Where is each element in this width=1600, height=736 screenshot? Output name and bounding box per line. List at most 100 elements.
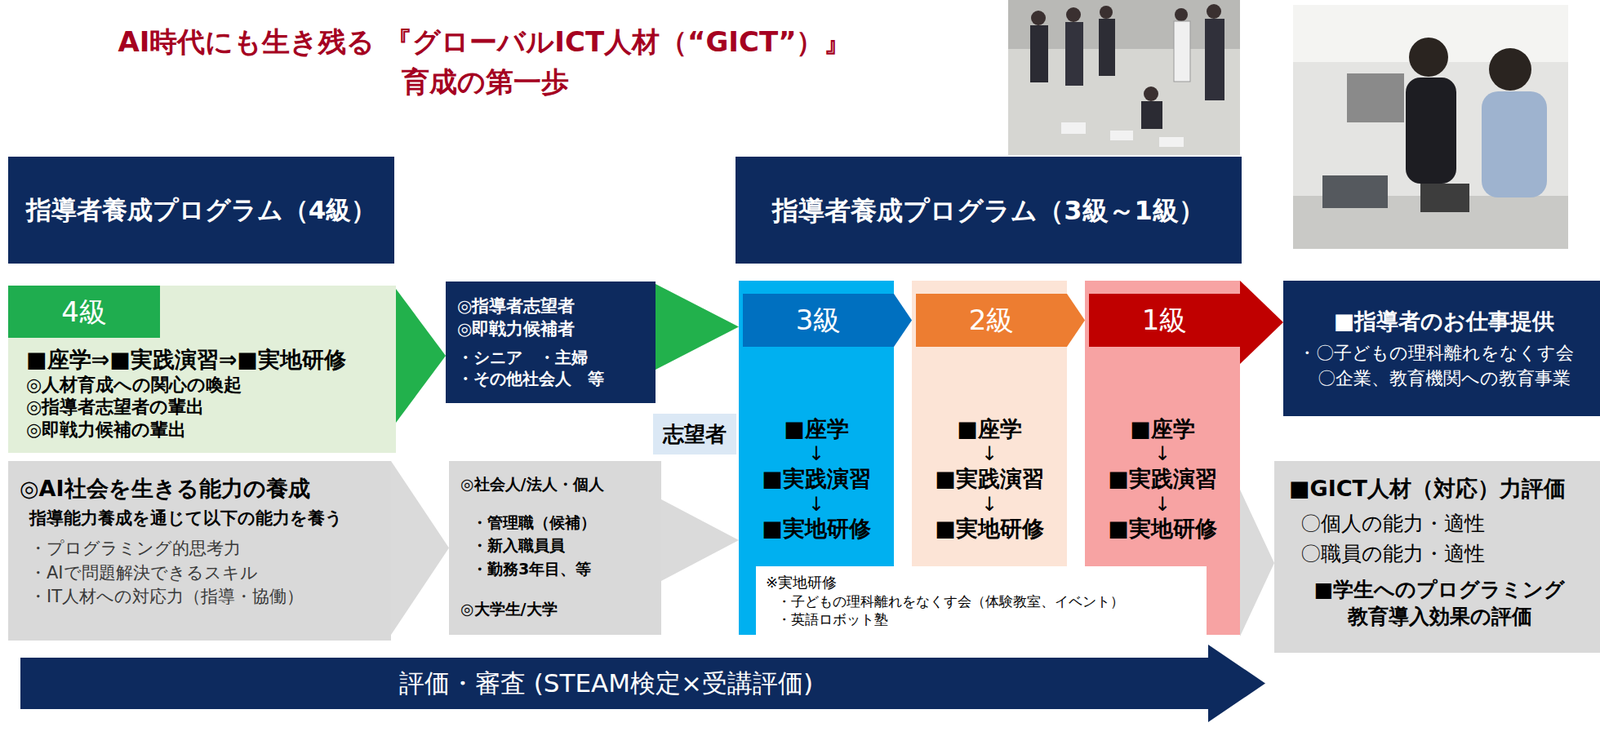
- node-text: ↓: [1089, 442, 1236, 467]
- node-text: 指導能力養成を通じて以下の能力を養う: [29, 507, 383, 530]
- node-text: ・シニア ・主婦: [457, 346, 648, 369]
- node-text: 〇個人の能力・適性: [1300, 511, 1591, 538]
- node-text: ■学生へのプログラミング教育導入効果の評価: [1309, 577, 1571, 631]
- node-text: ↓: [916, 442, 1063, 467]
- node-text: ■実践演習: [743, 466, 889, 493]
- flow-arrow: [395, 288, 446, 423]
- job-offer-box: ■指導者のお仕事提供・〇子どもの理科離れをなくす会〇企業、教育機関への教育事業: [1283, 280, 1600, 417]
- flow-arrow: [391, 461, 449, 636]
- photo-person: [1405, 77, 1457, 184]
- photo-workshop: [1293, 4, 1569, 249]
- level-tab: 4級: [8, 285, 160, 338]
- evaluation-arrow: 評価・審査 (STEAM検定×受講評価): [20, 644, 1266, 723]
- node-text: ・勤務3年目、等: [471, 559, 655, 580]
- node-text: ・管理職（候補）: [471, 512, 655, 534]
- title: AI時代にも生き残る 『グローバルICT人材（“GICT”）』育成の第一歩: [117, 22, 853, 103]
- photo-seminar: [1008, 0, 1240, 156]
- node-text: 評価・審査 (STEAM検定×受講評価): [20, 668, 1192, 699]
- node-text: ◎社会人/法人・個人: [460, 474, 655, 495]
- level-tab: 3級: [742, 293, 894, 347]
- node-text: ◎指導者志望者の輩出: [26, 395, 387, 419]
- photo-frame: [1008, 0, 1240, 156]
- program-header: 指導者養成プログラム（4級）: [8, 156, 395, 264]
- node-text: ・その他社会人 等: [457, 368, 648, 390]
- photo-person: [1408, 37, 1449, 77]
- node-text: ■GICT人材（対応）力評価: [1288, 474, 1591, 503]
- flow-arrow: [1066, 293, 1085, 347]
- node-text: ◎即戦力候補の輩出: [26, 418, 387, 442]
- node-text: ↓: [743, 493, 889, 517]
- node-text: ◎大学生/大学: [460, 599, 655, 620]
- photo-person: [1030, 25, 1049, 83]
- node-text: 指導者養成プログラム（4級）: [17, 194, 385, 227]
- photo-person: [1031, 10, 1046, 26]
- photo-person: [1143, 86, 1159, 102]
- photo-person: [1481, 91, 1547, 198]
- photo-person: [1098, 18, 1116, 76]
- target-box: ◎指導者志望者◎即戦力候補者・シニア ・主婦・その他社会人 等: [445, 281, 656, 404]
- photo-laptop: [1322, 175, 1388, 209]
- photo-shelf: [1346, 73, 1405, 123]
- flow-arrow: [655, 284, 739, 370]
- photo-person: [1173, 21, 1191, 82]
- node-text: ◎指導者志望者: [457, 295, 648, 318]
- photo-person: [1065, 22, 1084, 86]
- photo-person: [1204, 18, 1225, 101]
- level-panel: ■座学⇒■実践演習⇒■実地研修◎人材育成への関心の喚起◎指導者志望者の輩出◎即戦…: [8, 285, 396, 454]
- ability-panel: ◎AI社会を生きる能力の養成指導能力養成を通じて以下の能力を養う・プログラミング…: [8, 461, 392, 641]
- evaluation-box: ■GICT人材（対応）力評価〇個人の能力・適性〇職員の能力・適性 ■学生へのプログ…: [1274, 461, 1600, 654]
- photo-paper: [1061, 122, 1086, 134]
- flow-arrow: [1240, 280, 1284, 365]
- node-text: ■指導者のお仕事提供: [1297, 306, 1591, 336]
- node-text: ■座学⇒■実践演習⇒■実地研修: [26, 346, 387, 374]
- node-text: 志望者: [656, 421, 734, 449]
- node-text: 〇職員の能力・適性: [1300, 541, 1591, 569]
- photo-robot: [1420, 183, 1470, 213]
- node-text: ・IT人材への対応力（指導・協働）: [29, 586, 383, 609]
- node-text: ・〇子どもの理科離れをなくす会: [1297, 342, 1591, 366]
- node-text: 1級: [1093, 302, 1236, 338]
- node-text: ・AIで問題解決できるスキル: [29, 562, 383, 585]
- node-text: ■実地研修: [916, 515, 1063, 543]
- node-text: ・子どもの理科離れをなくす会（体験教室、イベント）: [777, 592, 1199, 611]
- node-text: 指導者養成プログラム（3級～1級）: [745, 194, 1232, 227]
- node-text: ◎AI社会を生きる能力の養成: [19, 474, 383, 503]
- node-text: ■実践演習: [1089, 466, 1236, 493]
- node-text: ■実地研修: [743, 515, 889, 543]
- node-text: ■実践演習: [916, 466, 1063, 493]
- flow-arrow: [893, 293, 912, 347]
- node-text: ・新入職員員: [471, 535, 655, 556]
- node-text: ・英語ロボット塾: [777, 610, 1199, 629]
- node-text: 3級: [747, 302, 889, 338]
- node-text: 〇企業、教育機関への教育事業: [1317, 367, 1591, 392]
- node-text: ↓: [916, 493, 1063, 517]
- flow-arrow: [661, 499, 739, 582]
- level-tab: 1級: [1088, 293, 1240, 347]
- node-text: ↓: [743, 442, 889, 467]
- node-text: ■座学: [743, 416, 889, 443]
- photo-frame: [1293, 4, 1569, 249]
- node-text: 4級: [13, 294, 156, 330]
- photo-person: [1141, 101, 1163, 129]
- program-header: 指導者養成プログラム（3級～1級）: [735, 156, 1242, 264]
- node-text: ■実地研修: [1089, 515, 1236, 543]
- node-text: ■座学: [1089, 416, 1236, 443]
- level-tab: 2級: [915, 293, 1067, 347]
- node-text: ◎即戦力候補者: [457, 318, 648, 341]
- photo-paper: [1110, 130, 1134, 141]
- note-box: ※実地研修・子どもの理科離れをなくす会（体験教室、イベント）・英語ロボット塾: [755, 566, 1207, 636]
- target-box: ◎社会人/法人・個人・管理職（候補）・新入職員員・勤務3年目、等 ◎大学生/大学: [448, 461, 662, 636]
- flow-arrow: [1240, 489, 1275, 637]
- node-text: ・プログラミング的思考力: [29, 537, 383, 560]
- photo-person: [1099, 5, 1113, 19]
- node-text: ↓: [1089, 493, 1236, 517]
- node-text: ◎人材育成への関心の喚起: [26, 373, 387, 397]
- node-text: 2級: [920, 302, 1063, 338]
- photo-person: [1174, 8, 1188, 22]
- node-text: ※実地研修: [765, 573, 1199, 592]
- photo-person: [1066, 7, 1081, 23]
- applicant-tag: 志望者: [653, 413, 737, 455]
- node-text: ■座学: [916, 416, 1063, 443]
- photo-person: [1206, 4, 1222, 19]
